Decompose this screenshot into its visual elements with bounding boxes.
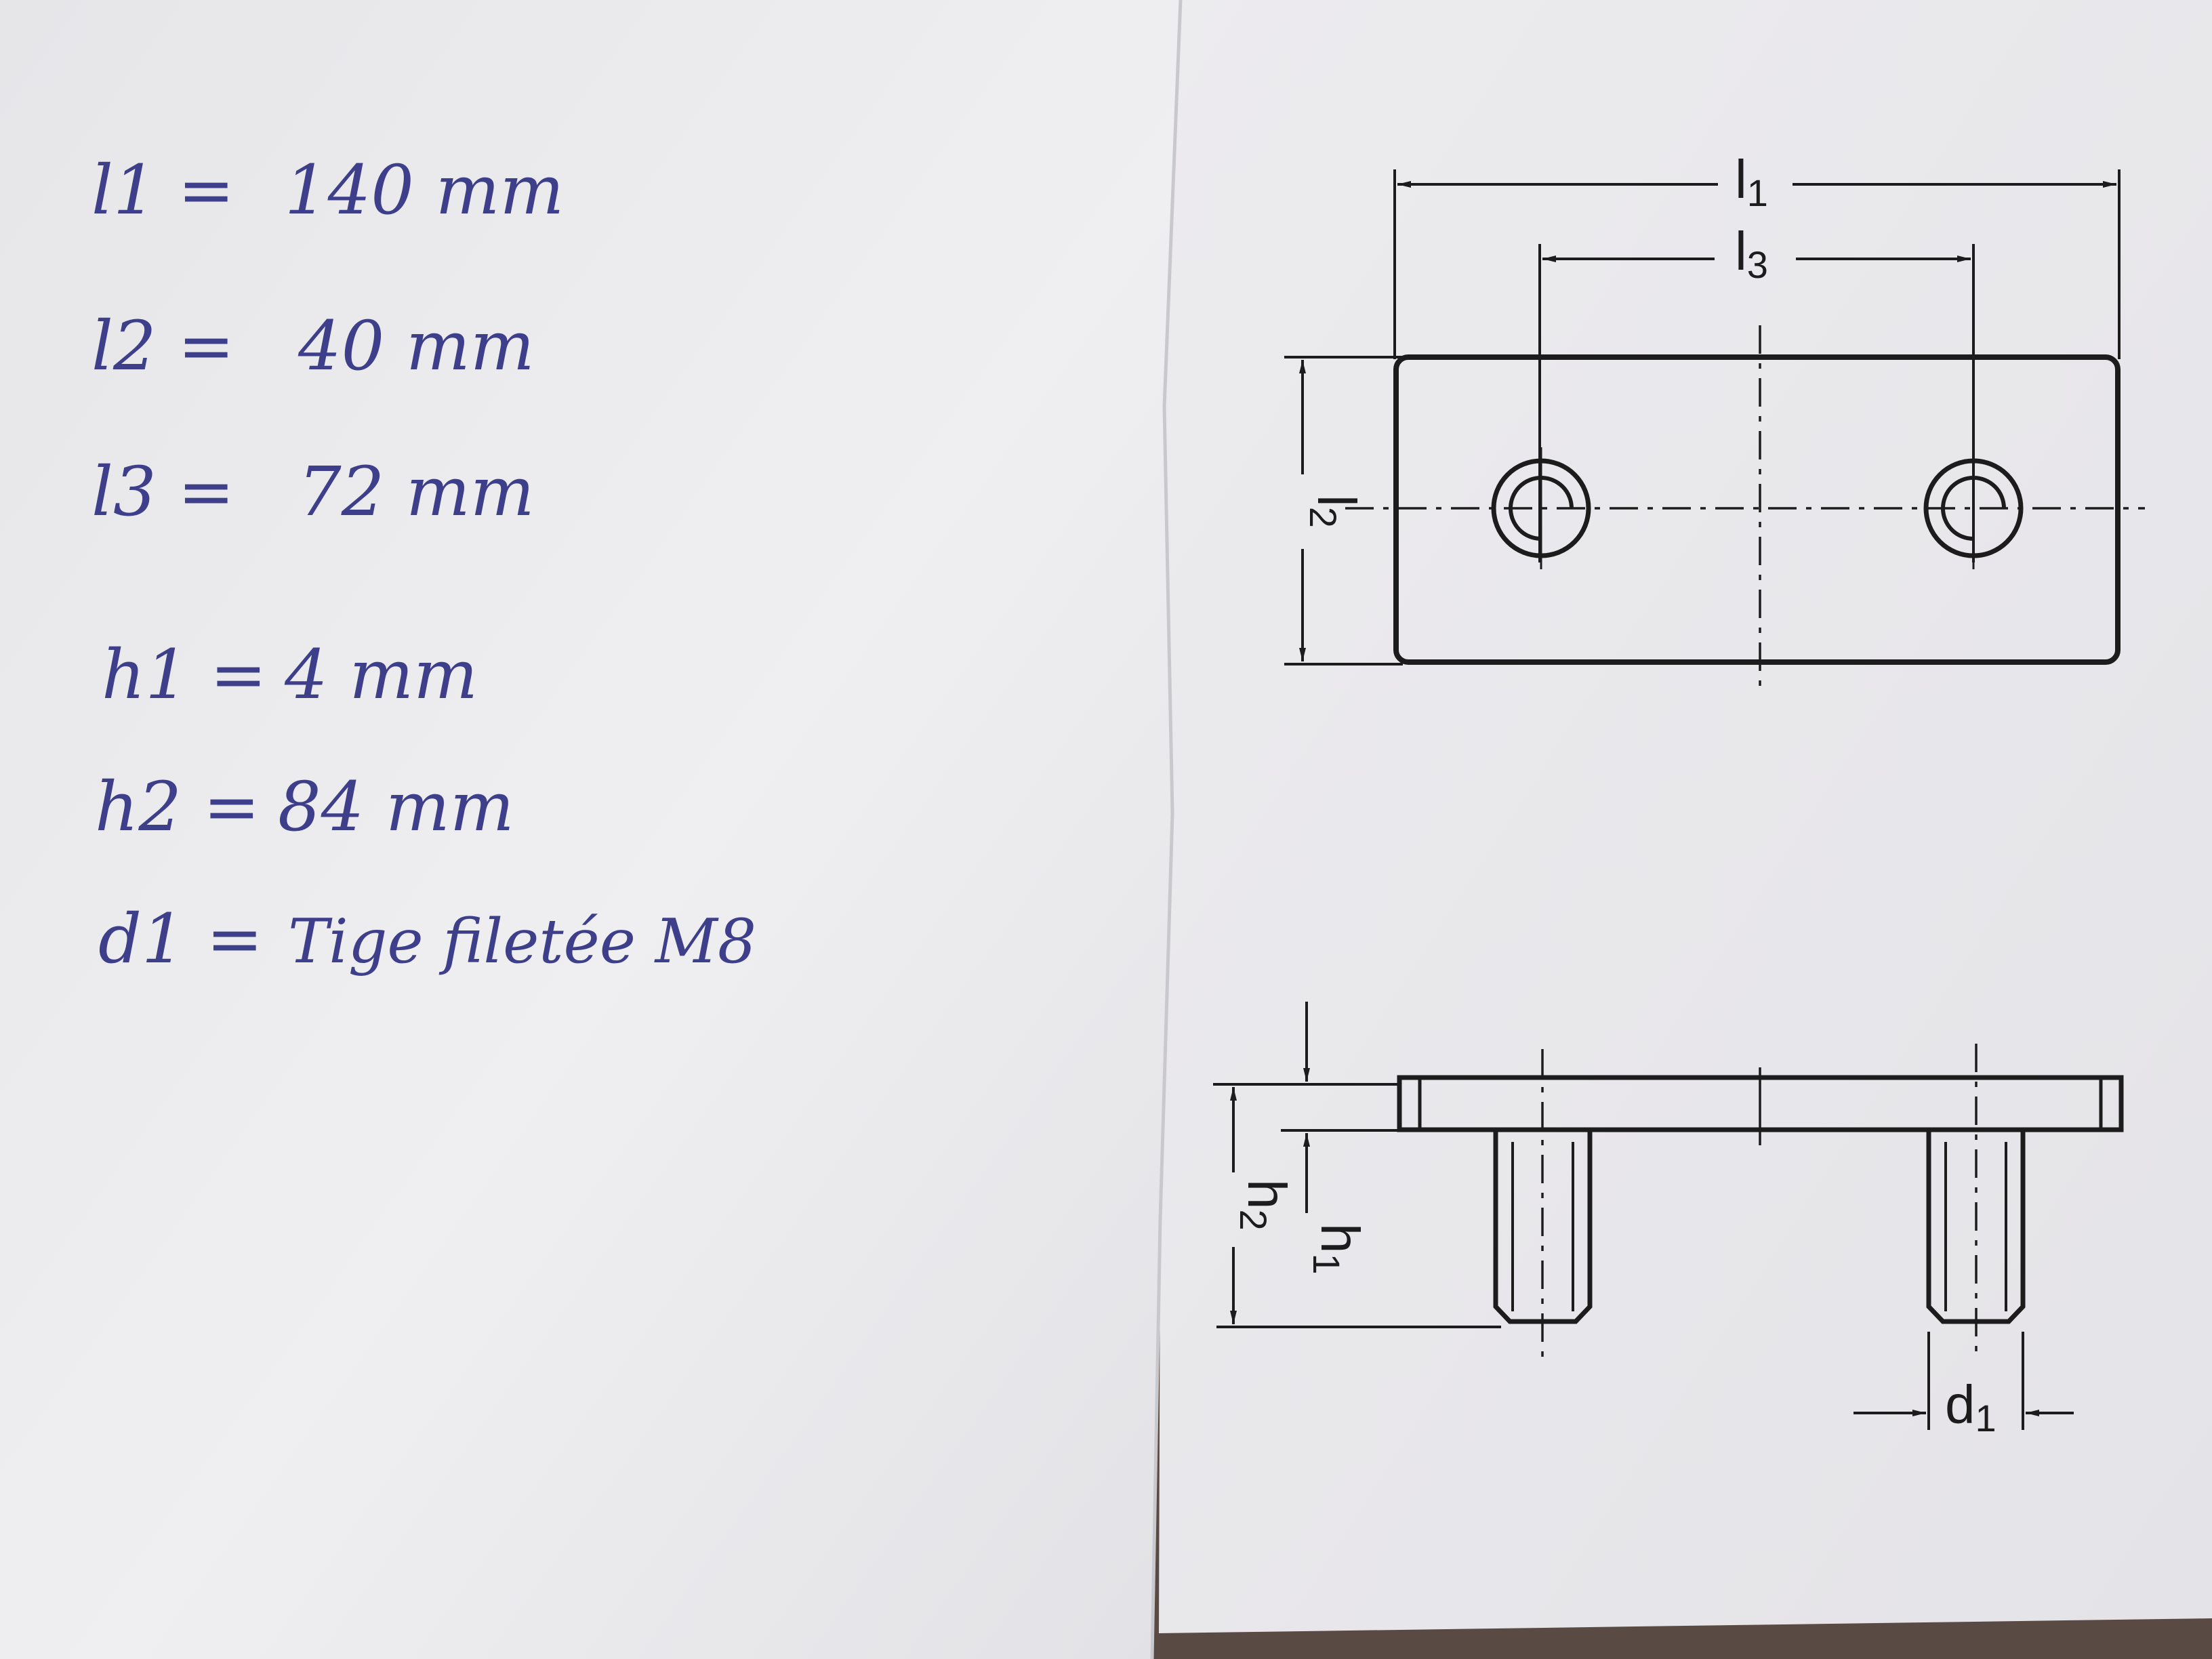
l1-label: l1 (1735, 149, 1768, 214)
note-l3-value: 72 mm (298, 452, 535, 531)
note-l3-label: l3 = (91, 452, 234, 531)
left-hole-thread (1509, 476, 1574, 541)
h2-label: h2 (1232, 1179, 1297, 1231)
right-paper-sheet (1152, 0, 2212, 1633)
l3-label: l3 (1735, 221, 1768, 286)
note-d1-value: Tige filetée M8 (288, 906, 756, 977)
plate-top-outline (1393, 354, 2121, 665)
note-h1-value: 4 mm (284, 635, 478, 714)
handwritten-notes: l1 = 140 mm l2 = 40 mm l3 = 72 mm h1 = 4… (91, 150, 756, 979)
note-l1-value: 140 mm (285, 150, 564, 230)
note-h1-label: h1 = (102, 635, 267, 714)
note-l1-label: l1 = (91, 150, 234, 230)
h1-label: h1 (1305, 1223, 1370, 1275)
note-l2-value: 40 mm (298, 306, 535, 386)
right-hole-thread (1941, 476, 2006, 541)
left-sheet-edge-shadow (1150, 0, 1183, 1659)
d1-label: d1 (1945, 1374, 1996, 1439)
side-view-drawing (1213, 1002, 2124, 1430)
top-view-drawing (1284, 169, 2145, 695)
note-h2-value: 84 mm (278, 767, 514, 846)
l2-label: l2 (1302, 495, 1367, 528)
note-d1-label: d1 = (98, 899, 263, 979)
note-h2-label: h2 = (95, 767, 260, 846)
left-paper-sheet (0, 0, 1181, 1659)
side-view-labels: h1 h2 d1 (1232, 1179, 1996, 1439)
top-view-labels: l1 l3 l2 (1302, 149, 1768, 528)
note-l2-label: l2 = (91, 306, 234, 386)
